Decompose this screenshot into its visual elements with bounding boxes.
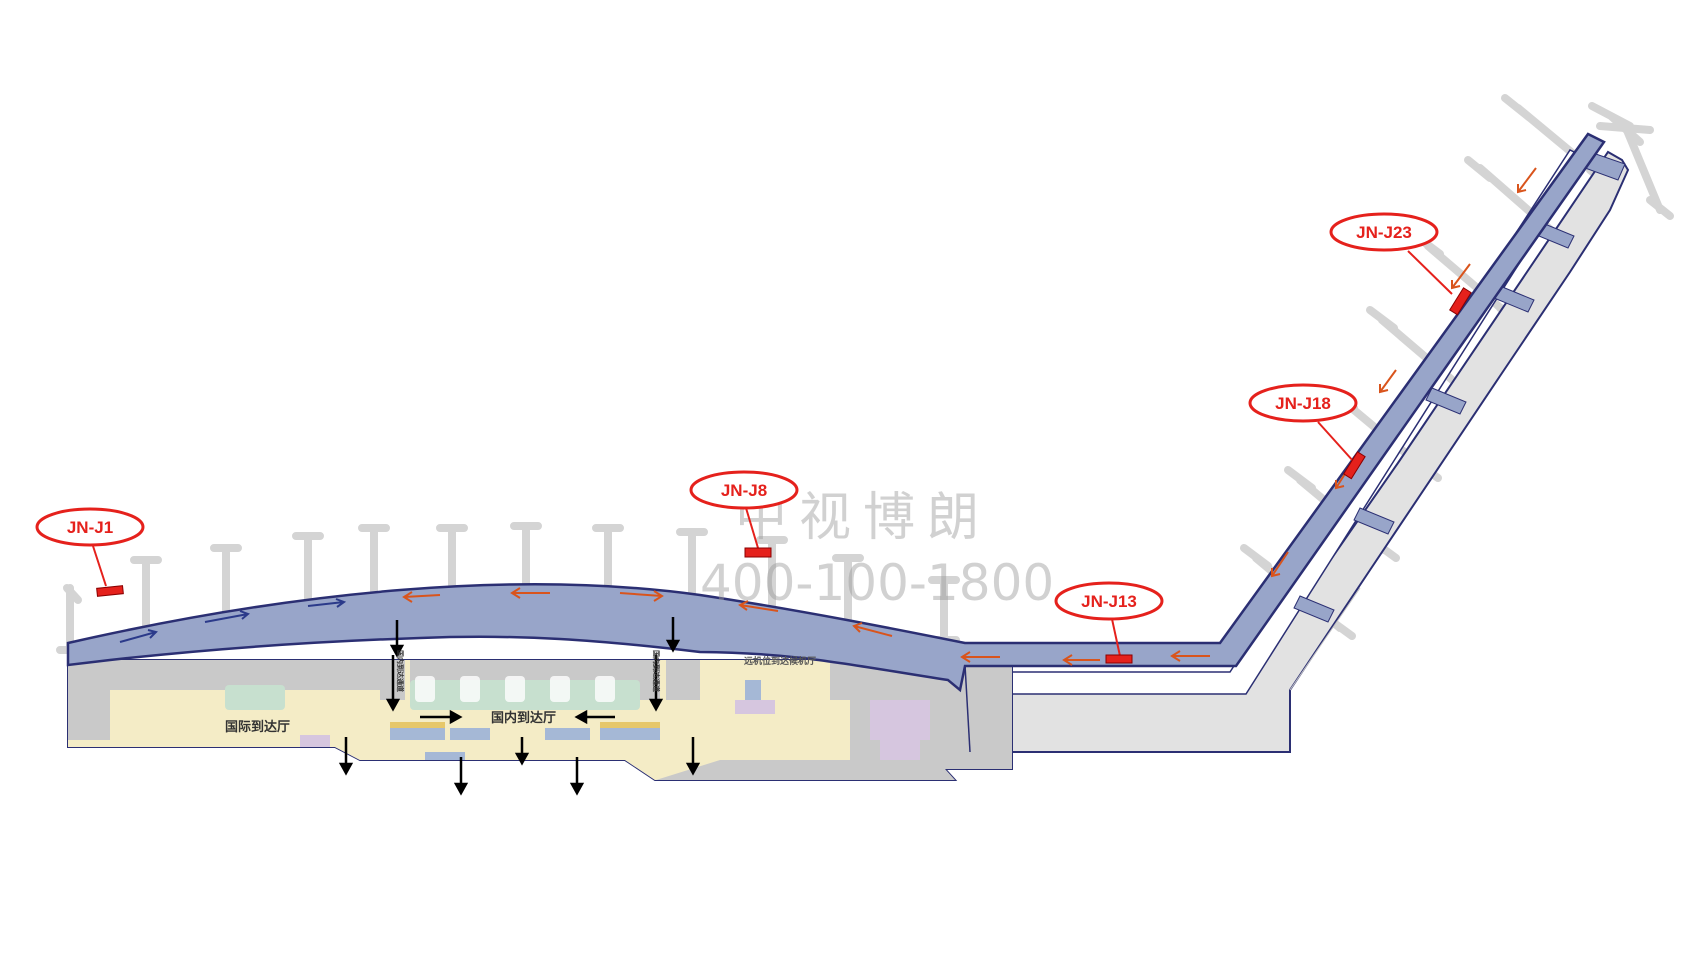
arrival-corridor: [66, 132, 1606, 693]
marker-label: JN-J18: [1275, 394, 1331, 413]
flow-arrows: [119, 167, 1537, 666]
ad-position-icon: [744, 547, 772, 558]
marker-jn-j23[interactable]: JN-J23: [1329, 212, 1472, 316]
marker-label: JN-J8: [721, 481, 767, 500]
marker-label: JN-J23: [1356, 223, 1412, 242]
ad-position-icon: [96, 585, 124, 597]
left-vertical-sign: 国内到达通道: [396, 650, 405, 692]
marker-jn-j13[interactable]: JN-J13: [1054, 581, 1164, 664]
domestic-hall-label: 国内到达厅: [491, 710, 556, 726]
hall-labels: 国际到达厅 国内到达厅 远机位到达候机厅 国内到达通道 国内到达通道: [225, 650, 816, 735]
international-hall-label: 国际到达厅: [225, 719, 290, 735]
remote-stand-hall-label: 远机位到达候机厅: [744, 655, 816, 667]
exit-arrows: [338, 617, 701, 796]
marker-jn-j1[interactable]: JN-J1: [35, 507, 145, 597]
ad-markers: JN-J1 JN-J8 JN-J13 JN-J18 JN-J23: [35, 212, 1472, 664]
watermark-phone: 400-100-1800: [700, 554, 1054, 612]
ad-position-icon: [1449, 287, 1472, 316]
main-terminal: [67, 659, 1013, 781]
ad-position-icon: [1105, 654, 1133, 664]
marker-label: JN-J13: [1081, 592, 1137, 611]
marker-jn-j18[interactable]: JN-J18: [1248, 383, 1366, 480]
ad-position-icon: [1343, 451, 1366, 480]
marker-label: JN-J1: [67, 518, 113, 537]
right-vertical-sign: 国内到达通道: [652, 650, 661, 692]
marker-jn-j8[interactable]: JN-J8: [689, 470, 799, 558]
